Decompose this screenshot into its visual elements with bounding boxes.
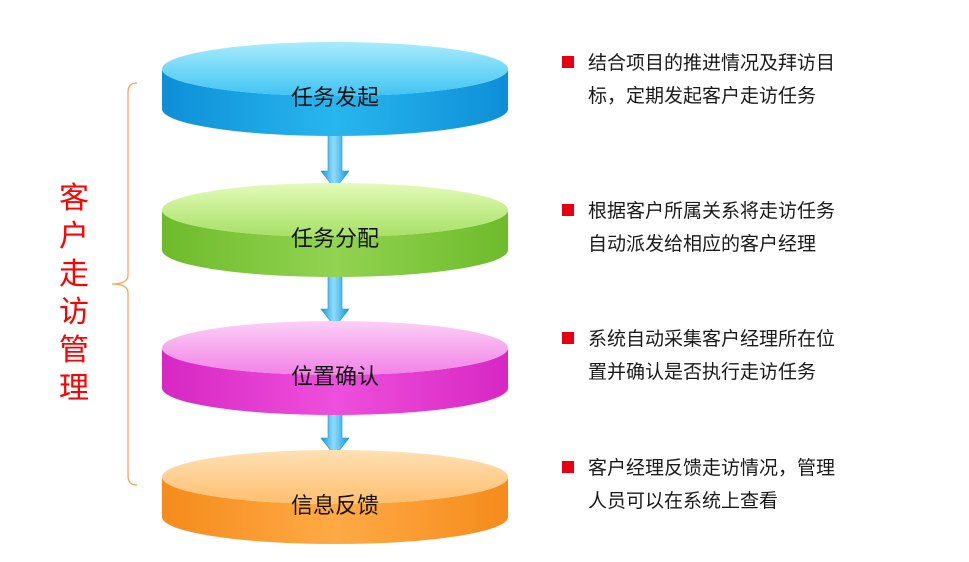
disc-top bbox=[162, 321, 508, 375]
side-title-char: 户 bbox=[59, 219, 89, 254]
step-disc-1: 任务发起 bbox=[162, 42, 508, 136]
step-label-1: 任务发起 bbox=[291, 86, 379, 111]
side-title-char: 访 bbox=[59, 295, 89, 330]
group-bracket bbox=[111, 82, 138, 486]
step-label-4: 信息反馈 bbox=[291, 494, 379, 519]
step-3-desc-line1: 系统自动采集客户经理所在位 bbox=[588, 328, 836, 350]
bullet-icon bbox=[562, 204, 574, 216]
step-disc-3: 位置确认 bbox=[162, 321, 508, 415]
disc-top bbox=[162, 183, 508, 237]
step-4-desc-line2: 人员可以在系统上查看 bbox=[588, 490, 779, 512]
step-4-desc-line1: 客户经理反馈走访情况，管理 bbox=[588, 457, 836, 479]
step-disc-4: 信息反馈 bbox=[162, 450, 508, 544]
bullet-icon bbox=[562, 56, 574, 68]
side-title-char: 管 bbox=[59, 333, 89, 368]
step-1-desc-line2: 标，定期发起客户走访任务 bbox=[588, 85, 817, 107]
disc-side bbox=[162, 69, 508, 136]
step-3-desc-line2: 置并确认是否执行走访任务 bbox=[588, 361, 817, 383]
step-2-description: 根据客户所属关系将走访任务 自动派发给相应的客户经理 bbox=[562, 195, 835, 261]
step-4-description: 客户经理反馈走访情况，管理 人员可以在系统上查看 bbox=[562, 452, 835, 518]
disc-top bbox=[162, 450, 508, 504]
side-title-char: 理 bbox=[59, 371, 89, 406]
step-label-2: 任务分配 bbox=[291, 227, 379, 252]
step-2-desc-line2: 自动派发给相应的客户经理 bbox=[588, 233, 817, 255]
step-label-3: 位置确认 bbox=[291, 365, 379, 390]
side-title: 客户走访管理 bbox=[52, 180, 96, 408]
side-title-char: 客 bbox=[59, 181, 89, 216]
step-1-description: 结合项目的推进情况及拜访目 标，定期发起客户走访任务 bbox=[562, 47, 835, 113]
disc-side bbox=[162, 210, 508, 277]
step-3-description: 系统自动采集客户经理所在位 置并确认是否执行走访任务 bbox=[562, 323, 835, 389]
side-title-char: 走 bbox=[59, 257, 89, 292]
step-1-desc-line1: 结合项目的推进情况及拜访目 bbox=[588, 52, 836, 74]
bullet-icon bbox=[562, 461, 574, 473]
disc-side bbox=[162, 477, 508, 544]
step-disc-2: 任务分配 bbox=[162, 183, 508, 277]
disc-side bbox=[162, 348, 508, 415]
bullet-icon bbox=[562, 332, 574, 344]
disc-top bbox=[162, 42, 508, 96]
step-2-desc-line1: 根据客户所属关系将走访任务 bbox=[588, 200, 836, 222]
